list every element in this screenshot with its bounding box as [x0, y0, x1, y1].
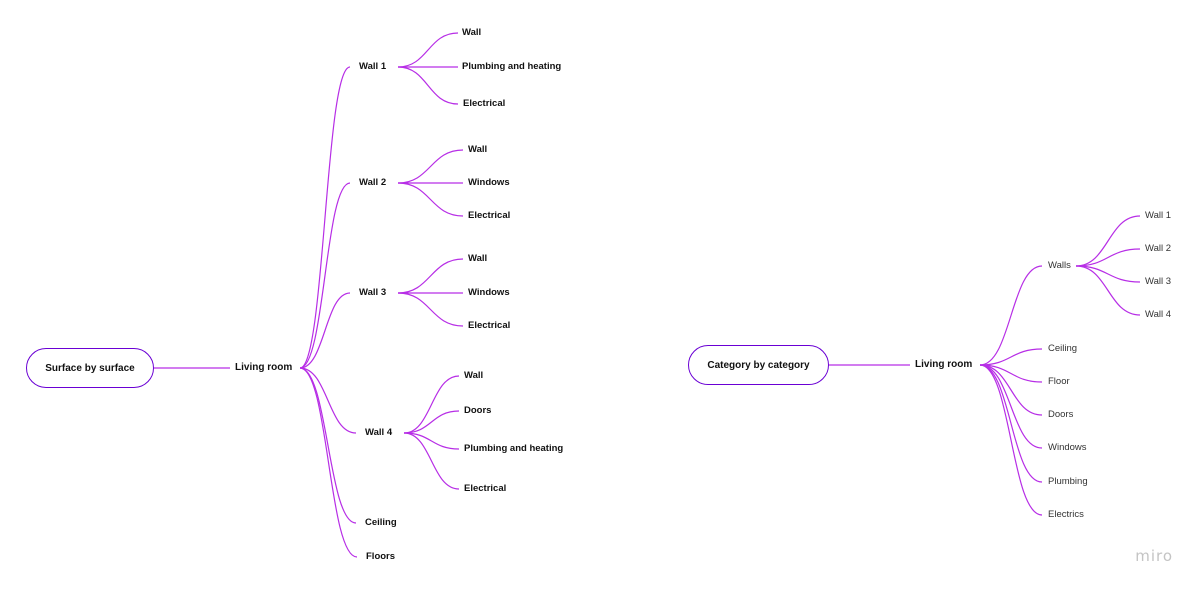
node-walls-wall-1[interactable]: Wall 1: [1145, 210, 1172, 221]
edge-wall-2-to-wall: [397, 149, 464, 184]
edge-wall-2-to-electrical: [397, 182, 464, 217]
node-wall-1-wall[interactable]: Wall: [462, 27, 482, 38]
node-walls-wall-4[interactable]: Wall 4: [1145, 309, 1172, 320]
edge-walls-to-wall-1: [1075, 215, 1141, 267]
node-wall-4[interactable]: Wall 4: [365, 427, 393, 438]
edge-hub-to-floors: [299, 367, 358, 558]
edge-wall-4-to-doors: [403, 410, 460, 434]
edge-hub-to-wall-3: [299, 292, 351, 369]
node-floor[interactable]: Floor: [1048, 376, 1070, 387]
node-wall-3-electrical[interactable]: Electrical: [468, 320, 511, 331]
node-wall-2-electrical[interactable]: Electrical: [468, 210, 511, 221]
edge-walls-to-wall-2: [1075, 248, 1141, 267]
node-wall-3[interactable]: Wall 3: [359, 287, 387, 298]
root-node-category-by-category[interactable]: Category by category: [688, 345, 829, 385]
miro-watermark: miro: [1135, 547, 1173, 565]
edge-wall-4-to-wall: [403, 375, 460, 434]
edge-walls-to-wall-4: [1075, 265, 1141, 316]
node-electrics[interactable]: Electrics: [1048, 509, 1084, 520]
node-wall-1-electrical[interactable]: Electrical: [463, 98, 506, 109]
node-walls-wall-2[interactable]: Wall 2: [1145, 243, 1172, 254]
node-wall-4-plumbing-heating[interactable]: Plumbing and heating: [464, 443, 564, 454]
hub-node-living-room[interactable]: Living room: [235, 362, 293, 373]
edge-hub-to-ceiling: [299, 367, 357, 524]
edge-hub-to-walls: [979, 265, 1043, 366]
edge-hub-to-windows: [979, 364, 1043, 449]
edge-hub-to-wall-4: [299, 367, 357, 434]
node-wall-3-wall[interactable]: Wall: [468, 253, 488, 264]
node-wall-1-plumbing-heating[interactable]: Plumbing and heating: [462, 61, 562, 72]
edge-wall-4-to-electrical: [403, 432, 460, 490]
edge-wall-1-to-electrical: [397, 66, 459, 105]
node-wall-4-electrical[interactable]: Electrical: [464, 483, 507, 494]
node-wall-2-windows[interactable]: Windows: [468, 177, 510, 188]
node-plumbing[interactable]: Plumbing: [1048, 476, 1088, 487]
edge-wall-3-to-wall: [397, 258, 464, 294]
node-ceiling-right[interactable]: Ceiling: [1048, 343, 1078, 354]
edge-hub-to-ceiling-right: [979, 348, 1043, 366]
node-wall-3-windows[interactable]: Windows: [468, 287, 510, 298]
node-floors[interactable]: Floors: [366, 551, 396, 562]
node-wall-1[interactable]: Wall 1: [359, 61, 387, 72]
node-wall-4-doors[interactable]: Doors: [464, 405, 492, 416]
node-walls-wall-3[interactable]: Wall 3: [1145, 276, 1172, 287]
root-node-surface-by-surface[interactable]: Surface by surface: [26, 348, 154, 388]
edge-hub-to-wall-1: [299, 66, 351, 369]
node-wall-2-wall[interactable]: Wall: [468, 144, 488, 155]
edge-hub-to-wall-2: [299, 182, 351, 369]
node-wall-2[interactable]: Wall 2: [359, 177, 387, 188]
node-wall-4-wall[interactable]: Wall: [464, 370, 484, 381]
edge-wall-1-to-wall: [397, 32, 459, 68]
node-windows[interactable]: Windows: [1048, 442, 1087, 453]
node-doors[interactable]: Doors: [1048, 409, 1074, 420]
edge-walls-to-wall-3: [1075, 265, 1141, 283]
node-ceiling-left[interactable]: Ceiling: [365, 517, 397, 528]
node-walls[interactable]: Walls: [1048, 260, 1071, 271]
edge-hub-to-plumbing: [979, 364, 1043, 483]
edge-hub-to-electrics: [979, 364, 1043, 516]
edge-hub-to-doors: [979, 364, 1043, 416]
edge-hub-to-floor: [979, 364, 1043, 383]
edge-wall-4-to-plumbing: [403, 432, 460, 450]
edge-wall-3-to-electrical: [397, 292, 464, 327]
hub-node-living-room-right[interactable]: Living room: [915, 359, 973, 370]
